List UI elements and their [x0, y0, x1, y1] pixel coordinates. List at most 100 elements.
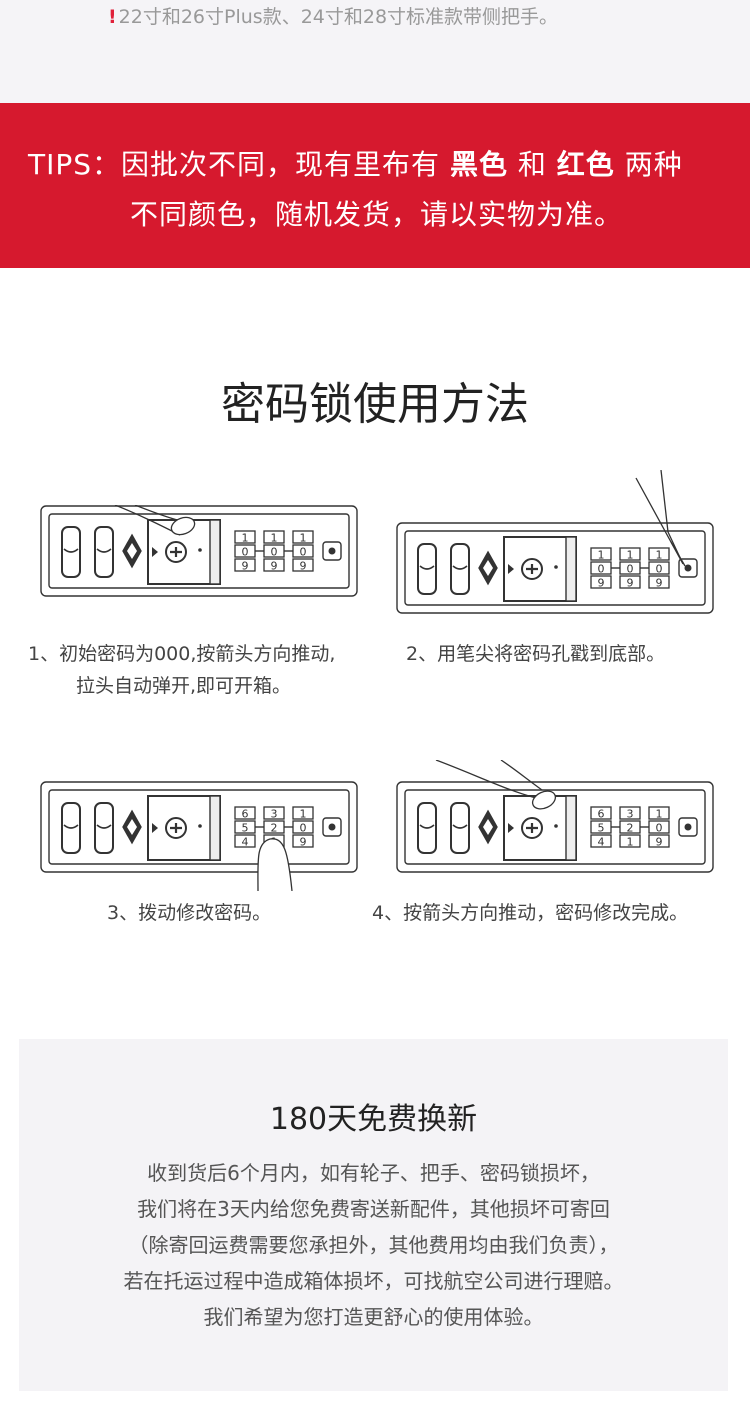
key-plate-edge [209, 795, 221, 861]
slot-button [94, 802, 114, 854]
slot-button [61, 802, 81, 854]
slot-notch [452, 824, 468, 829]
digit-label: 1 [627, 836, 634, 849]
lock-inner-frame [404, 789, 706, 865]
diamond-inner [127, 819, 137, 835]
hand-graphic [635, 470, 686, 567]
step-3-caption: 3、拨动修改密码。 [107, 902, 272, 924]
lock-outer-frame [40, 505, 358, 597]
key-hole-icon [165, 817, 187, 839]
tips-line-2: 不同颜色，随机发货，请以实物为准。 [130, 198, 624, 231]
digit-cell [263, 806, 285, 820]
step-2-caption: 2、用笔尖将密码孔戳到底部。 [406, 643, 666, 665]
slot-notch [419, 824, 435, 829]
digit-label: 1 [656, 808, 663, 821]
tips-line-1: TIPS：因批次不同，现有里布有 黑色 和 红色 两种 [28, 143, 683, 183]
digit-cell [590, 547, 612, 561]
reset-button [322, 541, 342, 561]
key-slot [526, 823, 538, 833]
digit-label: 0 [627, 563, 634, 576]
arrow-icon [152, 823, 158, 833]
diamond-inner [483, 560, 493, 576]
slot-notch [96, 548, 112, 553]
lock-inner-frame [48, 513, 350, 589]
lock-outer-frame [396, 781, 714, 873]
lock-outer-frame [396, 522, 714, 614]
warranty-panel: 180天免费换新 收到货后6个月内，如有轮子、把手、密码锁损坏， 我们将在3天内… [19, 1039, 728, 1391]
digit-cell [292, 544, 314, 558]
key-plate [503, 536, 577, 602]
digit-cell [619, 806, 641, 820]
top-note: !22寸和26寸Plus款、24寸和28寸标准款带侧把手。 [0, 0, 750, 103]
warranty-line: 我们将在3天内给您免费寄送新配件，其他损坏可寄回 [137, 1197, 610, 1221]
tips-black: 黑色 [449, 148, 508, 181]
lock-inner-frame [48, 789, 350, 865]
digit-cell [234, 558, 256, 572]
warranty-title: 180天免费换新 [269, 1102, 478, 1137]
hand-graphic [435, 760, 557, 810]
diamond-inner [127, 543, 137, 559]
digit-cell [590, 575, 612, 589]
reset-button [678, 558, 698, 578]
digit-cell [292, 530, 314, 544]
digit-label: 1 [627, 549, 634, 562]
digit-label: 1 [656, 549, 663, 562]
digit-label: 2 [271, 822, 278, 835]
digit-label: 5 [242, 822, 249, 835]
digit-label: 6 [242, 808, 249, 821]
tips-and: 和 [517, 148, 547, 181]
arrow-icon [152, 547, 158, 557]
digit-cell [648, 806, 670, 820]
pen-icon [635, 470, 684, 565]
digit-cell [292, 806, 314, 820]
reset-hole [328, 547, 336, 555]
digit-label: 0 [656, 563, 663, 576]
reset-button [322, 817, 342, 837]
digit-cell [648, 547, 670, 561]
digit-label: 0 [300, 546, 307, 559]
hand-graphic [114, 505, 196, 536]
reset-hole [684, 564, 692, 572]
digit-label: 0 [242, 546, 249, 559]
reset-hole [328, 823, 336, 831]
digit-label: 9 [242, 560, 249, 573]
digit-label: 9 [656, 836, 663, 849]
digit-label: 6 [598, 808, 605, 821]
key-hole-icon [521, 558, 543, 580]
top-note-text: 22寸和26寸Plus款、24寸和28寸标准款带侧把手。 [118, 6, 559, 28]
key-plate-edge [209, 519, 221, 585]
key-hole-icon [521, 817, 543, 839]
digit-label: 3 [271, 808, 278, 821]
slot-notch [452, 565, 468, 570]
pen-tip-icon [670, 541, 686, 567]
reset-hole [684, 823, 692, 831]
digit-label: 9 [300, 836, 307, 849]
warranty-line: 收到货后6个月内，如有轮子、把手、密码锁损坏， [147, 1161, 600, 1185]
digit-cell [292, 834, 314, 848]
digit-label: 1 [300, 532, 307, 545]
warranty-line: 若在托运过程中造成箱体损坏，可找航空公司进行理赔。 [123, 1269, 624, 1293]
digit-label: 4 [242, 836, 249, 849]
key-slot [170, 823, 182, 833]
key-plate-edge [565, 536, 577, 602]
arrow-icon [508, 823, 514, 833]
slot-button [417, 543, 437, 595]
tips-red: 红色 [556, 148, 615, 181]
digit-cell [292, 558, 314, 572]
finger-icon [435, 760, 543, 799]
tips-banner: TIPS：因批次不同，现有里布有 黑色 和 红色 两种 不同颜色，随机发货，请以… [0, 103, 750, 268]
digit-cell [619, 834, 641, 848]
digit-label: 9 [656, 577, 663, 590]
exclamation-icon: ! [108, 6, 117, 28]
fingertip-icon [531, 790, 557, 810]
digit-label: 3 [627, 808, 634, 821]
digit-label: 9 [627, 577, 634, 590]
digit-label: 9 [300, 560, 307, 573]
digit-cell [590, 834, 612, 848]
